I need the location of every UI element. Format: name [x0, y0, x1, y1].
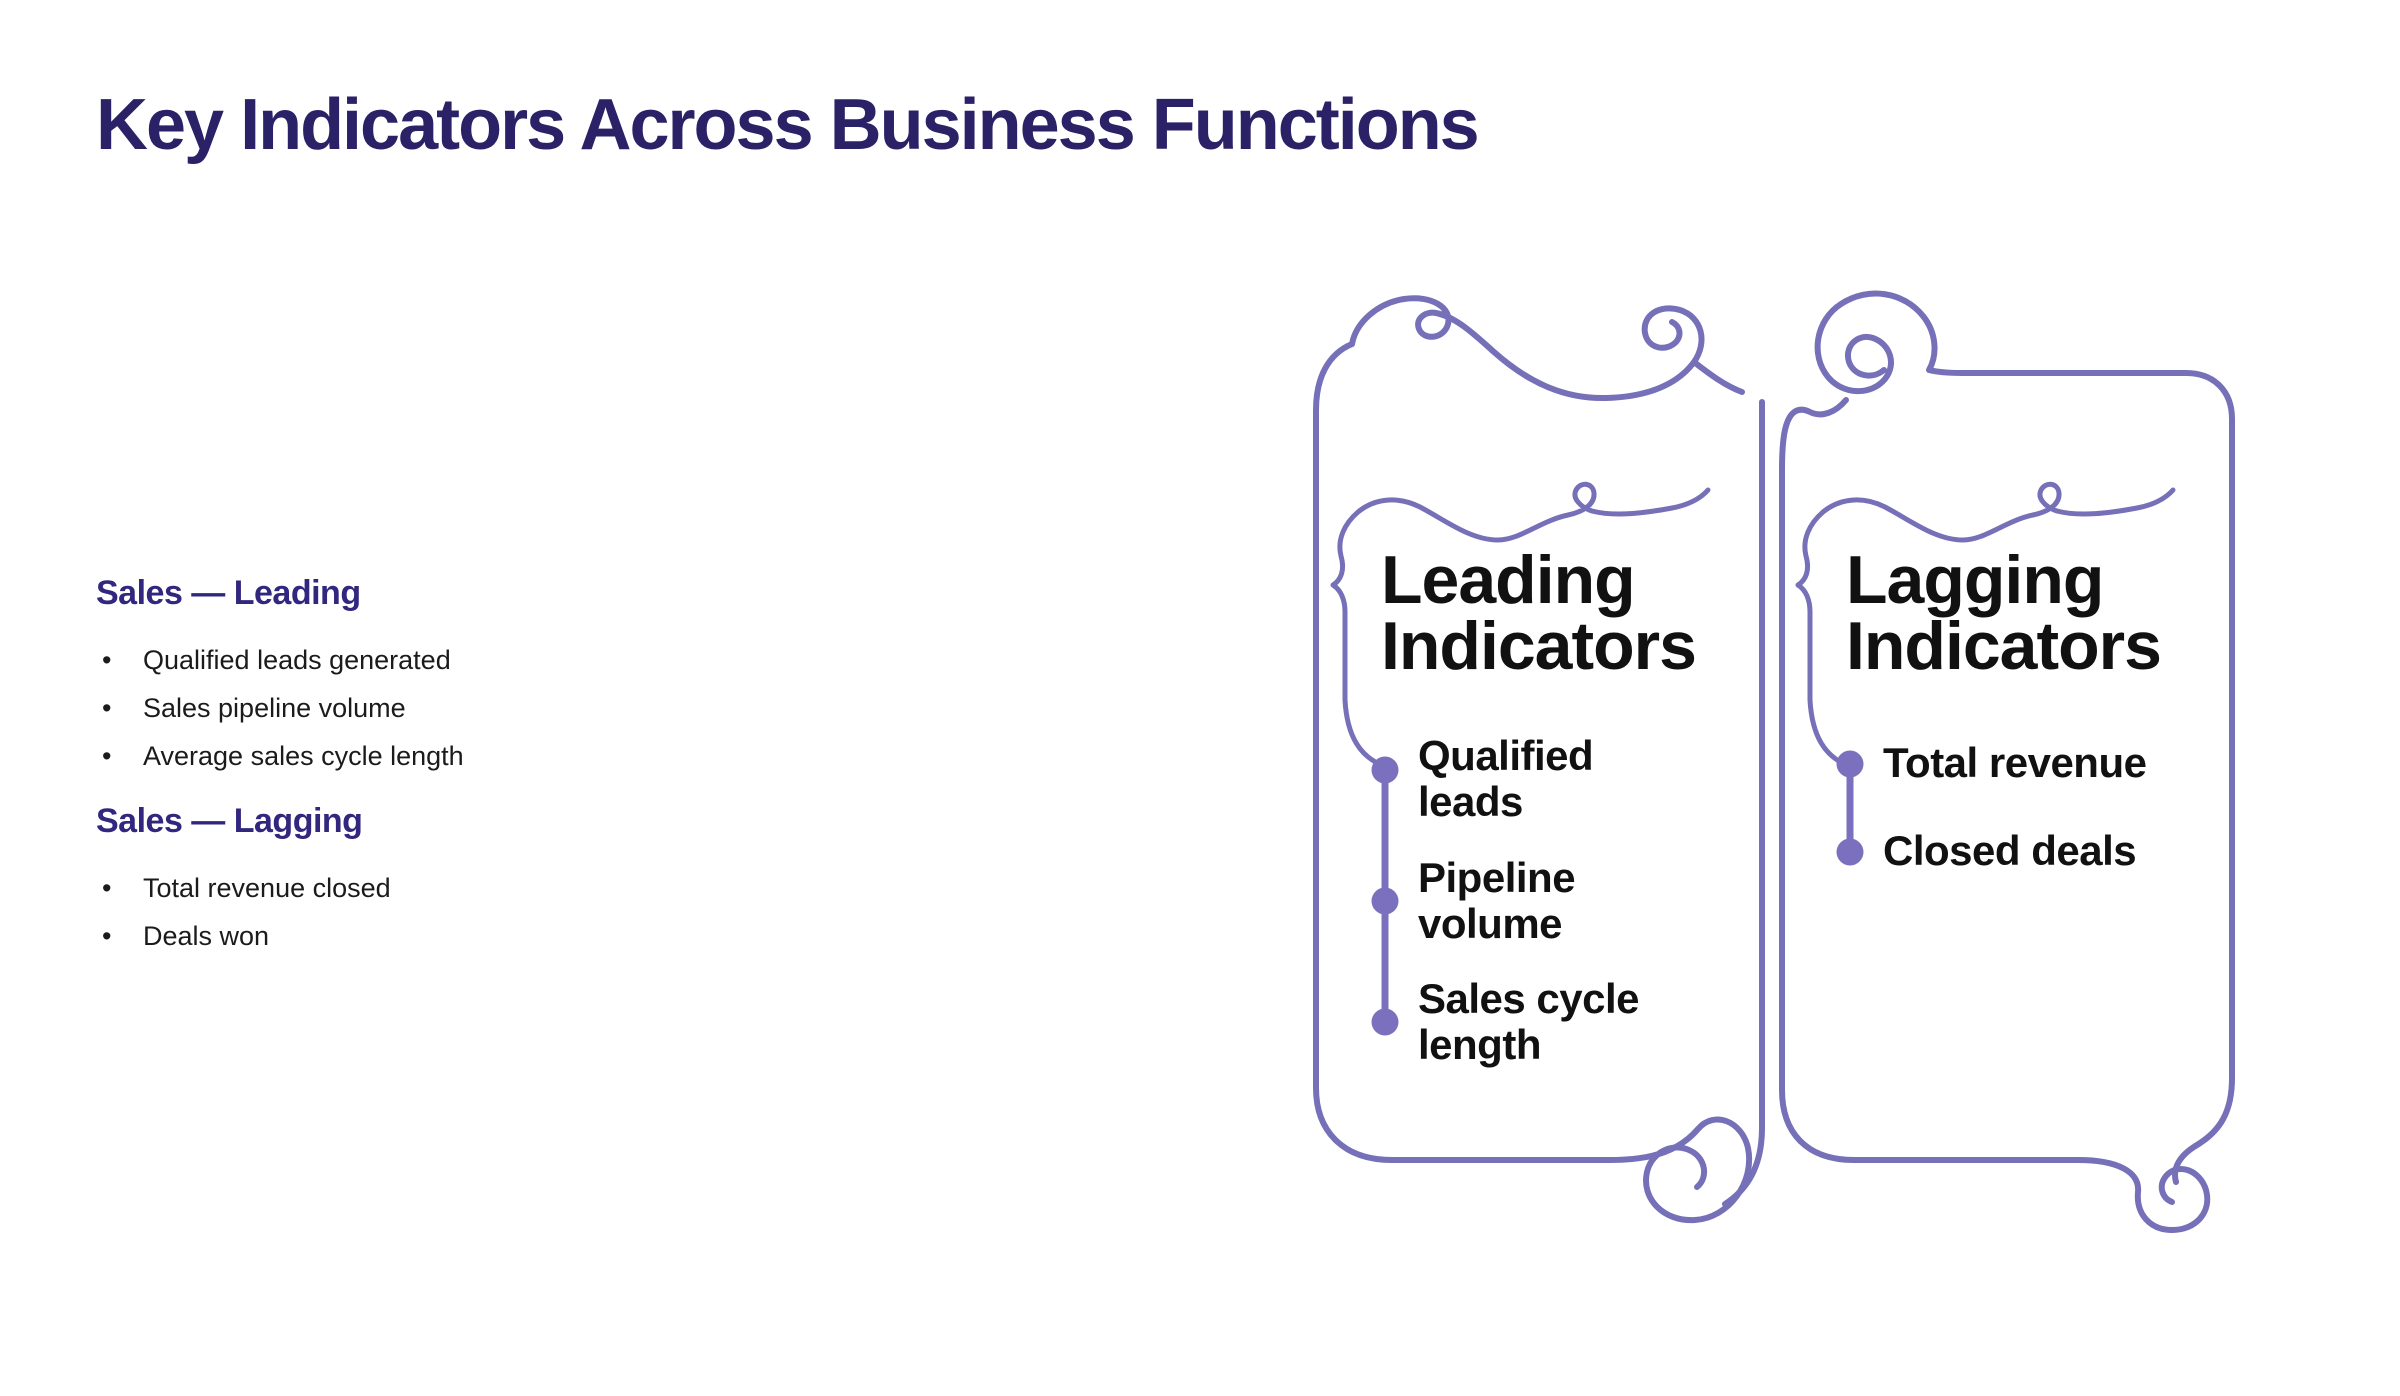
- leading-frame-list-item: Qualified leads: [1418, 732, 1594, 825]
- frame-title-leading-indicators: Leading Indicators: [1381, 542, 1697, 684]
- lagging-frame-list-item: Total revenue: [1883, 739, 2147, 786]
- bullet-item: Sales pipeline volume: [96, 684, 736, 732]
- frame-title-lagging-indicators: Lagging Indicators: [1846, 542, 2162, 684]
- lagging-frame-list-item: Closed deals: [1883, 827, 2137, 874]
- bullet-list-sales-lagging: Total revenue closed Deals won: [96, 864, 736, 960]
- list-dot: [1836, 838, 1864, 866]
- page-title: Key Indicators Across Business Functions: [96, 85, 1480, 165]
- list-dot: [1371, 1008, 1399, 1036]
- leading-frame-outline: [1313, 341, 1753, 1224]
- bullet-item: Qualified leads generated: [96, 636, 736, 684]
- list-dot: [1836, 750, 1864, 778]
- leading-frame-flourish-tail: [1691, 359, 1745, 395]
- leading-frame-list-item: Pipeline volume: [1418, 854, 1576, 947]
- list-dot: [1371, 887, 1399, 915]
- leading-frame-right-edge: [1722, 399, 1765, 1207]
- section-heading-sales-lagging: Sales — Lagging: [96, 802, 363, 840]
- lagging-frame-top-spiral-and-right-edge: [1814, 290, 2235, 1185]
- section-heading-sales-leading: Sales — Leading: [96, 574, 361, 612]
- leading-frame-list-item: Sales cycle length: [1418, 975, 1640, 1068]
- bullet-item: Average sales cycle length: [96, 732, 736, 780]
- lagging-frame-outline: [1779, 397, 2211, 1233]
- bullet-item: Total revenue closed: [96, 864, 736, 912]
- bullet-item: Deals won: [96, 912, 736, 960]
- leading-frame-top-flourish: [1349, 295, 1705, 402]
- bullet-list-sales-leading: Qualified leads generated Sales pipeline…: [96, 636, 736, 780]
- list-dot: [1371, 756, 1399, 784]
